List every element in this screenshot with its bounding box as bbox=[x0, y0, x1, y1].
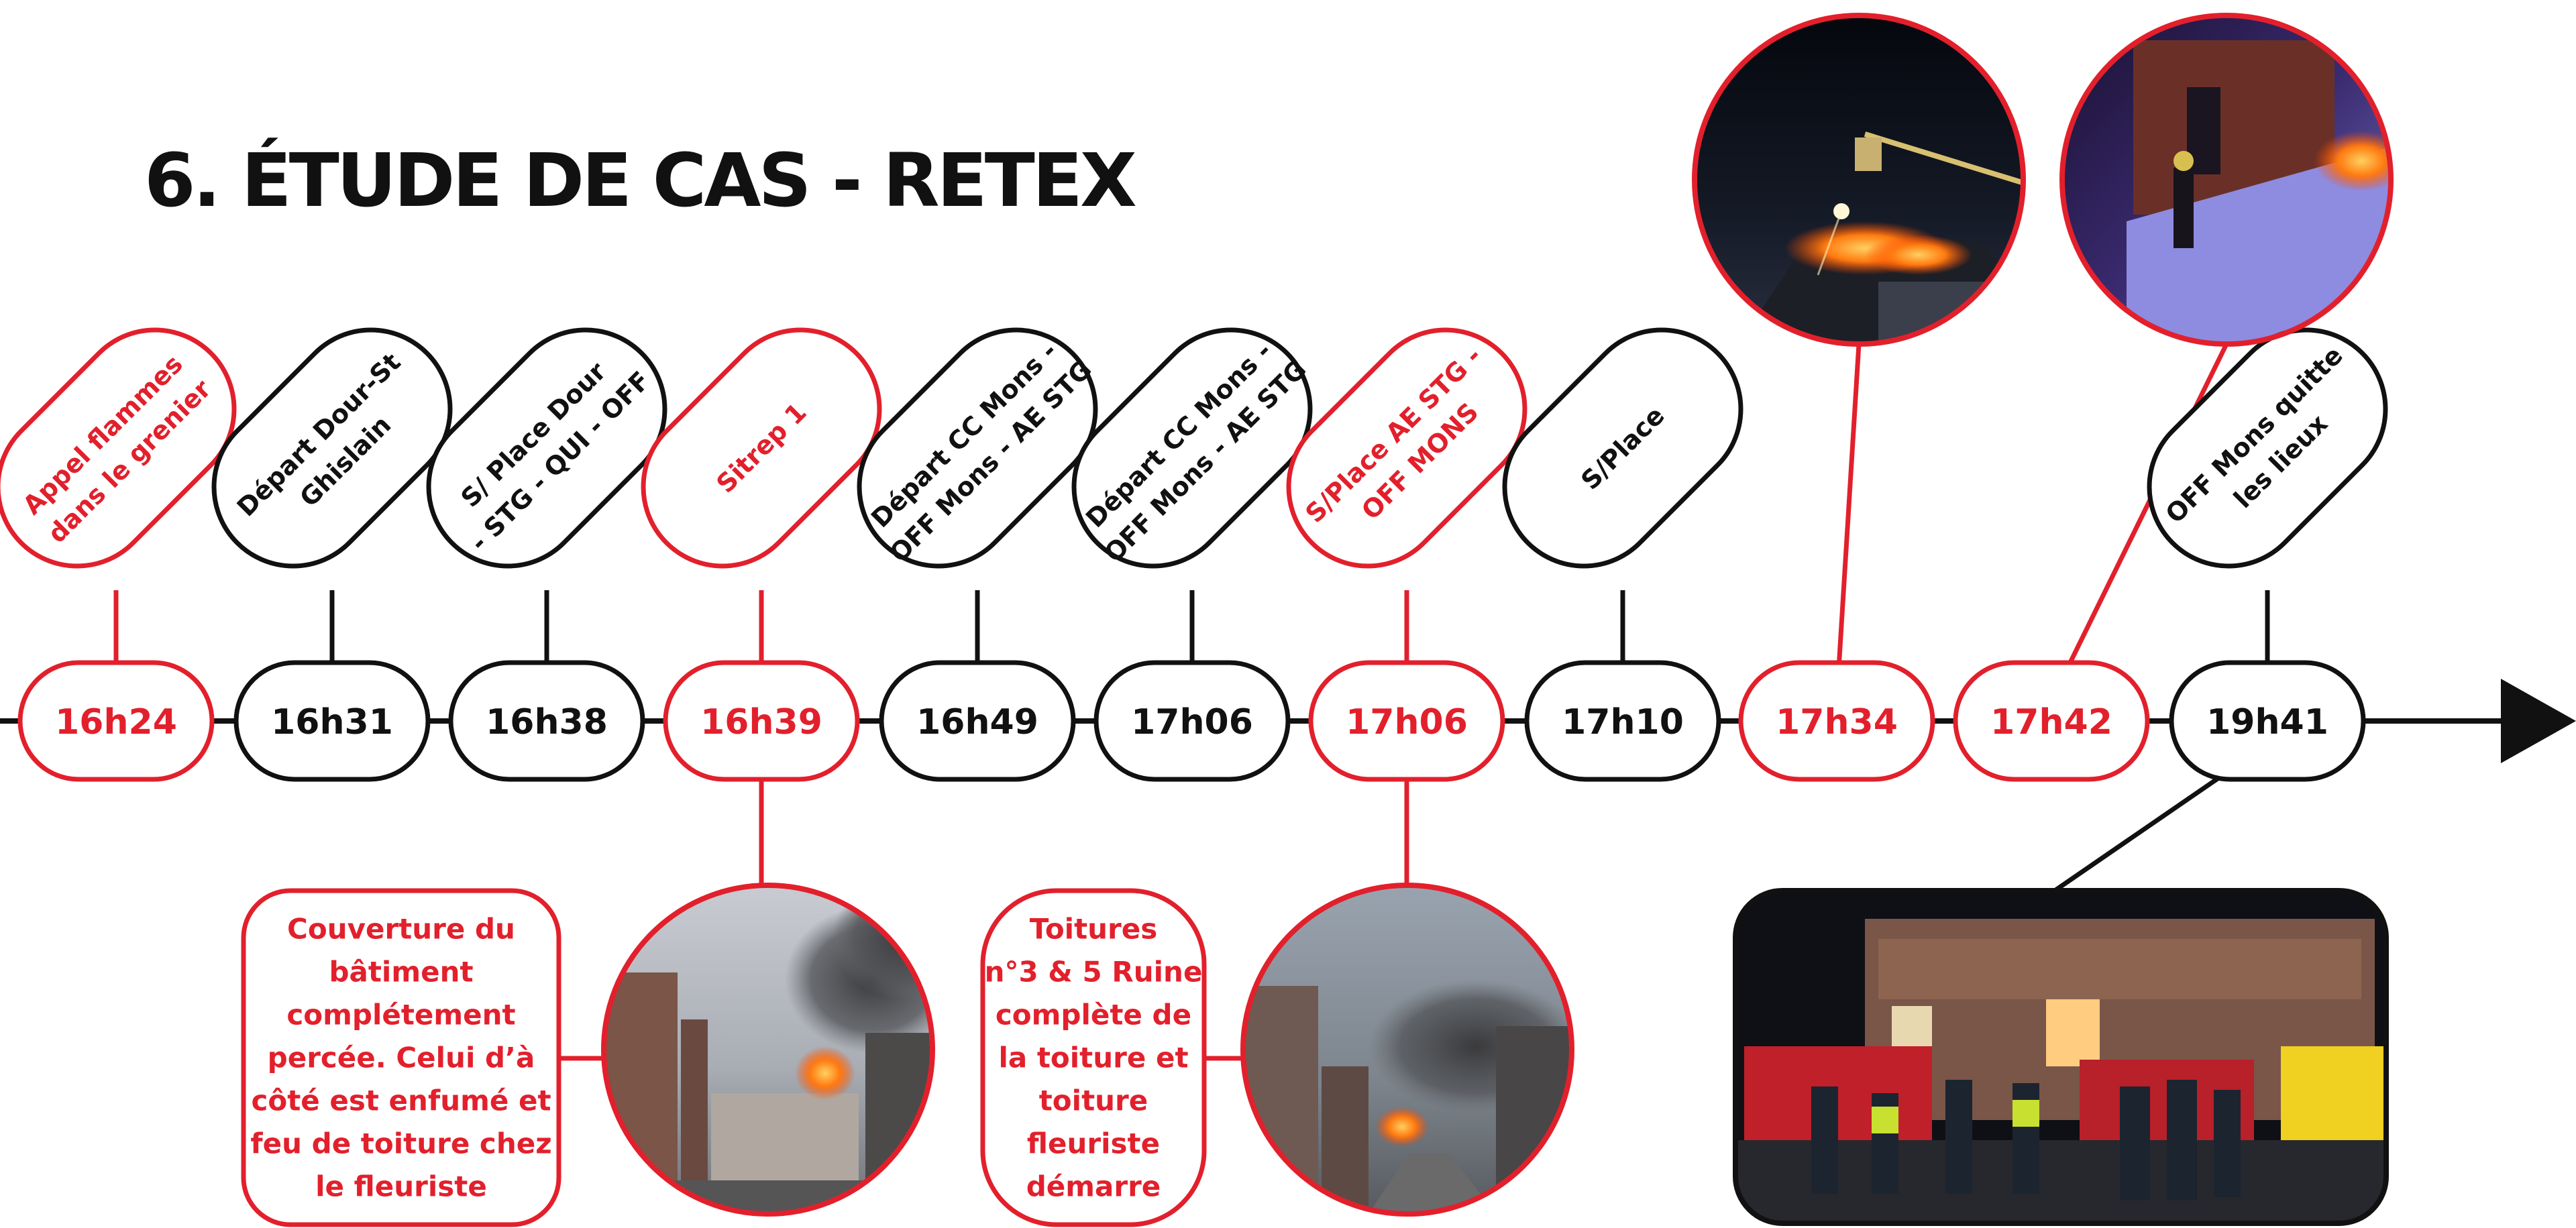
note-text: Toitures bbox=[1030, 913, 1158, 946]
note-text: la toiture et bbox=[998, 1042, 1188, 1074]
time-pill bbox=[1524, 660, 1721, 782]
time-pill bbox=[1738, 660, 1935, 782]
timeline-arrow-head bbox=[2501, 679, 2576, 763]
event-label-capsule bbox=[426, 327, 667, 569]
note-text: percée. Celui d’à bbox=[268, 1042, 535, 1074]
note-text: Couverture du bbox=[287, 913, 515, 946]
day-street-smoke-photo-2 bbox=[1243, 885, 1572, 1214]
time-pill bbox=[1308, 660, 1505, 782]
time-pill-label: 16h38 bbox=[486, 702, 608, 742]
note-text: feu de toiture chez bbox=[250, 1127, 551, 1160]
event-label-capsule bbox=[1286, 327, 1527, 569]
photo-frame bbox=[2059, 13, 2394, 347]
time-pill bbox=[2169, 660, 2366, 782]
time-pill bbox=[17, 660, 215, 782]
note-box bbox=[980, 888, 1207, 1227]
note-text: complétement bbox=[286, 999, 515, 1031]
event-label-capsule bbox=[857, 327, 1098, 569]
time-pill bbox=[663, 660, 860, 782]
photo-frame bbox=[1240, 883, 1574, 1217]
page-title: 6. ÉTUDE DE CAS - RETEX bbox=[144, 137, 1137, 223]
time-pill-label: 16h24 bbox=[55, 702, 177, 742]
event-label-capsule bbox=[211, 327, 453, 569]
event-label-bubble: Sitrep 1 bbox=[641, 327, 882, 569]
night-roof-firefighter-photo bbox=[2062, 15, 2391, 344]
time-pill-label: 19h41 bbox=[2206, 702, 2328, 742]
note-text: le fleuriste bbox=[315, 1170, 487, 1203]
photo-frame bbox=[1692, 13, 2026, 347]
time-pill bbox=[1093, 660, 1291, 782]
event-label-bubble: S/Place bbox=[1502, 327, 1743, 569]
time-pill-label: 16h39 bbox=[700, 702, 822, 742]
note-text: bâtiment bbox=[329, 956, 473, 989]
note-box bbox=[241, 888, 561, 1227]
event-label-capsule bbox=[641, 327, 882, 569]
time-pill-label: 17h42 bbox=[1990, 702, 2112, 742]
connector-line bbox=[1834, 343, 1862, 702]
note-text: toiture bbox=[1039, 1084, 1148, 1117]
time-pill-label: 17h34 bbox=[1776, 702, 1898, 742]
time-pill bbox=[233, 660, 431, 782]
time-pill bbox=[1953, 660, 2150, 782]
note-text: n°3 & 5 Ruine bbox=[985, 956, 1203, 989]
event-label-bubble: Départ CC Mons -OFF Mons - AE STG bbox=[857, 327, 1098, 569]
time-pill-label: 17h06 bbox=[1346, 702, 1468, 742]
time-pill-label: 17h06 bbox=[1131, 702, 1253, 742]
photo-frame bbox=[601, 883, 935, 1217]
note-text: démarre bbox=[1026, 1170, 1161, 1203]
night-fire-crew-photo bbox=[1733, 888, 2389, 1226]
note-text: côté est enfumé et bbox=[251, 1084, 551, 1117]
event-label-capsule bbox=[0, 327, 237, 569]
time-pill-label: 16h31 bbox=[271, 702, 393, 742]
time-pill bbox=[879, 660, 1076, 782]
event-label-capsule bbox=[1071, 327, 1313, 569]
night-aerial-ladder-photo bbox=[1695, 15, 2023, 344]
time-pill-label: 16h49 bbox=[916, 702, 1038, 742]
event-label-capsule bbox=[2147, 327, 2388, 569]
event-label-capsule bbox=[1502, 327, 1743, 569]
event-label-bubble: S/Place AE STG -OFF MONS bbox=[1286, 327, 1527, 569]
note-text: complète de bbox=[996, 999, 1191, 1031]
note-text: fleuriste bbox=[1027, 1127, 1160, 1160]
time-pill bbox=[448, 660, 645, 782]
time-pill-label: 17h10 bbox=[1562, 702, 1684, 742]
